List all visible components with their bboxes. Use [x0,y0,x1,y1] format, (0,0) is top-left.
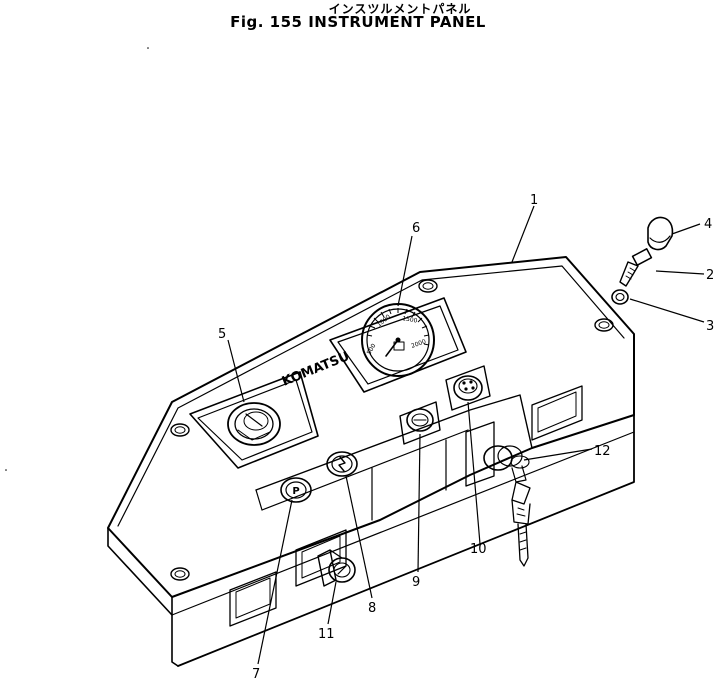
parking-switch-7: P [280,477,312,503]
gauge-5 [227,402,281,446]
washer-3 [611,289,629,305]
mounting-hole [170,567,190,581]
leader-lines [227,205,705,665]
scan-speck [147,47,149,49]
indicator-lamp-8 [326,451,358,477]
gauge-mark: 500 [366,342,378,356]
mounting-hole [418,279,438,293]
mounting-holes [170,279,614,581]
callout-5: 5 [218,327,226,342]
mounting-hole [594,318,614,332]
bolt-2 [619,248,653,287]
figure-title-japanese: インスツルメントパネル [328,2,472,16]
brand-label: KOMATSU [280,349,352,390]
key-switch-12 [483,445,531,567]
gauge-mark: 1500 [402,315,418,325]
connector-10 [445,365,491,411]
callout-8: 8 [368,601,376,616]
callout-3: 3 [706,319,714,334]
callout-4: 4 [704,217,712,232]
callout-2: 2 [706,268,714,283]
callouts: 1 2 3 4 5 6 7 8 9 10 11 12 [218,193,714,680]
callout-1: 1 [530,193,538,208]
panel-body [107,256,635,667]
knob-4 [647,216,674,251]
callout-10: 10 [470,542,487,557]
parking-symbol: P [292,486,299,497]
pilot-lamp-9 [399,401,441,445]
switch-11 [317,549,356,587]
callout-11: 11 [318,627,335,642]
callout-9: 9 [412,575,420,590]
callout-12: 12 [594,444,611,459]
mounting-hole [170,423,190,437]
scan-speck [5,469,7,471]
left-gauge-bezel [189,371,319,469]
callout-7: 7 [252,667,260,680]
figure-title: Fig. 155 INSTRUMENT PANEL [230,13,486,31]
tachometer-ticks [366,308,430,346]
gauge-mark: 2000 [410,338,427,350]
callout-6: 6 [412,221,420,236]
